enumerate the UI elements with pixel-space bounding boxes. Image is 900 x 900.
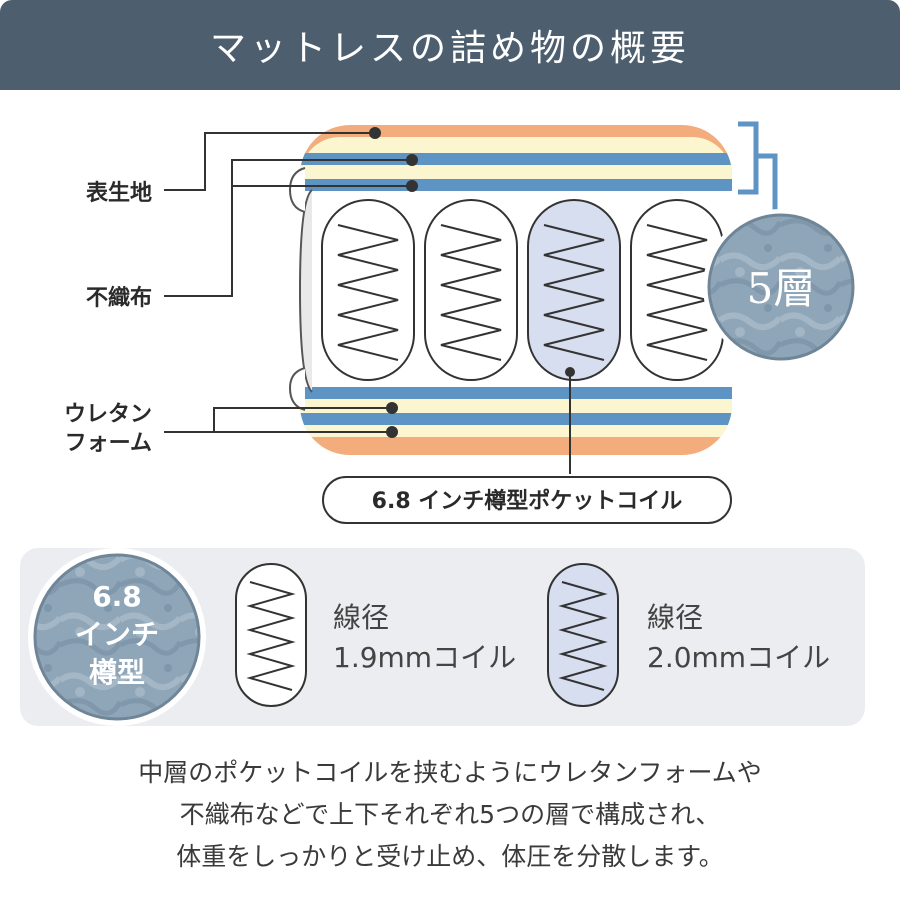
wire-gauge-label: 線径 (647, 601, 704, 634)
layer-count-badge: 5層 (703, 209, 859, 365)
description-line: 不織布などで上下それぞれ5つの層で構成され、 (179, 800, 721, 829)
coil-label-pill: 6.8 インチ樽型ポケットコイル (322, 476, 732, 524)
label-urethane-line1: ウレタン (64, 402, 152, 427)
layer-count-text: 5層 (747, 264, 816, 313)
wire-gauge-value: 1.9mmコイル (333, 641, 517, 674)
coil-icon-reinforced (547, 563, 619, 707)
mattress-diagram: 5層 表生地 不織布 ウレタン フォーム 6.8 インチ樽型ポケットコイル (64, 121, 859, 524)
side-edge (298, 189, 313, 393)
coil-spec-graphics (28, 548, 619, 726)
description-line: 体重をしっかりと受け止め、体圧を分散します。 (176, 842, 724, 871)
coil-label-text: 6.8 インチ樽型ポケットコイル (372, 488, 683, 514)
inch-barrel-badge (28, 548, 206, 726)
badge-line-unit: インチ (74, 618, 159, 651)
label-urethane-line2: フォーム (65, 431, 152, 456)
edge-tab-bottom (288, 367, 306, 411)
description-line: 中層のポケットコイルを挟むようにウレタンフォームや (138, 758, 762, 787)
label-nonwoven: 不織布 (86, 285, 152, 311)
description-text: 中層のポケットコイルを挟むようにウレタンフォームや 不織布などで上下それぞれ5つ… (0, 752, 900, 878)
inch-barrel-badge-text: 6.8 インチ 樽型 (35, 578, 199, 692)
badge-line-size: 6.8 (92, 580, 142, 613)
pocket-coil-highlighted (527, 199, 621, 381)
pocket-coil (424, 199, 518, 381)
edge-tab-top (288, 167, 306, 213)
wire-gauge-label: 線径 (333, 601, 390, 634)
leader-lines (164, 132, 571, 474)
page-title: マットレスの詰め物の概要 (209, 28, 690, 69)
leader-dots (369, 127, 575, 438)
coil-spec-reinforced: 線径 2.0mmコイル (647, 598, 830, 678)
header-bar: マットレスの詰め物の概要 (0, 0, 900, 90)
pocket-coil (321, 199, 415, 381)
badge-line-type: 樽型 (88, 656, 145, 689)
coil-icon-standard (235, 563, 307, 707)
coil-spec-standard: 線径 1.9mmコイル (333, 598, 516, 678)
label-top-fabric: 表生地 (86, 181, 152, 206)
wire-gauge-value: 2.0mmコイル (647, 641, 831, 674)
